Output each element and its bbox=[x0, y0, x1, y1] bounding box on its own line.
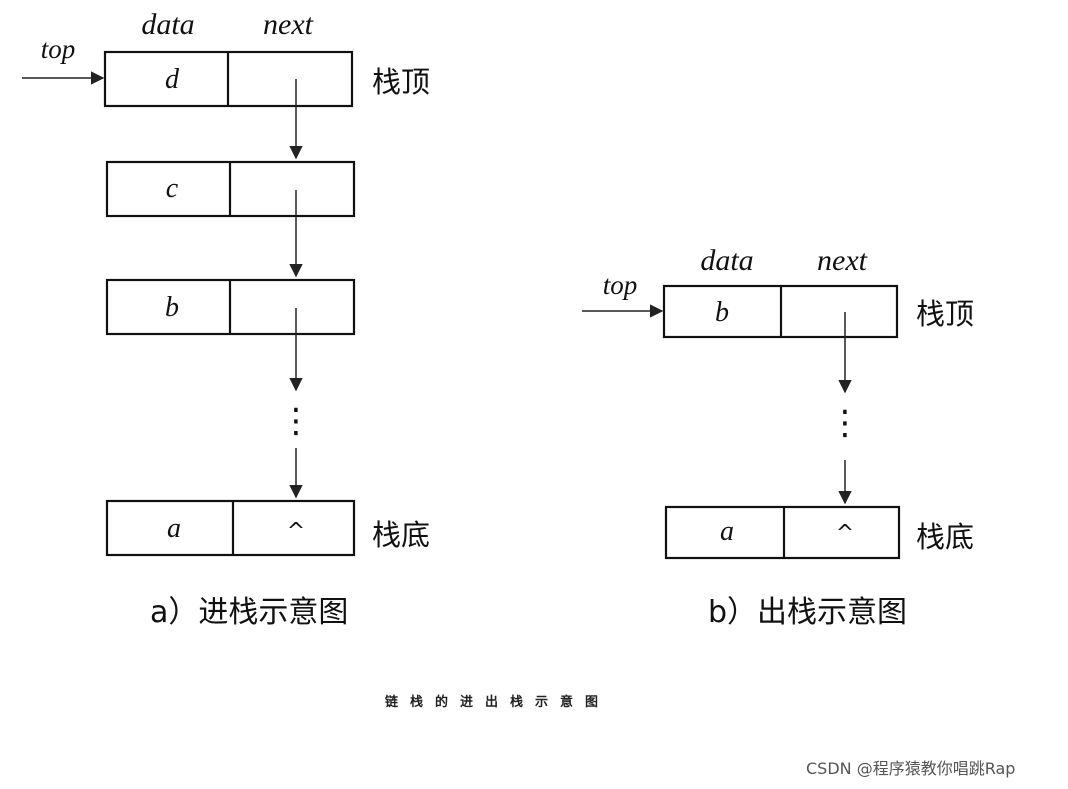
push-top-pointer-label: top bbox=[41, 34, 76, 64]
pop-stack-diagram: data next top b 栈顶 ⋮ a ^ 栈底 b）出栈示意图 bbox=[582, 244, 974, 630]
pop-node-a-data: a bbox=[720, 516, 734, 547]
push-node-c-data: c bbox=[166, 173, 179, 204]
pop-data-header: data bbox=[700, 244, 753, 277]
push-node-a-box bbox=[105, 499, 356, 557]
csdn-watermark: CSDN @程序猿教你唱跳Rap bbox=[806, 759, 1015, 778]
push-node-a: a ^ bbox=[105, 499, 356, 557]
pop-top-pointer-label: top bbox=[603, 270, 638, 300]
push-node-b: b bbox=[105, 278, 356, 336]
push-data-header: data bbox=[141, 8, 194, 41]
figure-caption: 链栈的进出栈示意图 bbox=[384, 694, 610, 710]
pop-stack-caption: b）出栈示意图 bbox=[708, 595, 907, 630]
push-node-a-data: a bbox=[167, 513, 181, 544]
push-top-label: 栈顶 bbox=[372, 65, 430, 99]
pop-next-header: next bbox=[817, 244, 868, 277]
push-node-a-null-pointer: ^ bbox=[287, 519, 305, 544]
pop-node-a-null-pointer: ^ bbox=[836, 521, 854, 546]
pop-node-b: b bbox=[662, 284, 899, 339]
pop-top-label: 栈顶 bbox=[916, 297, 974, 331]
push-bottom-label: 栈底 bbox=[372, 518, 430, 552]
push-stack-caption: a）进栈示意图 bbox=[150, 595, 348, 630]
pop-bottom-label: 栈底 bbox=[916, 520, 974, 554]
pop-node-a: a ^ bbox=[664, 505, 901, 560]
pop-node-a-box bbox=[664, 505, 901, 560]
push-node-d: d bbox=[103, 50, 354, 108]
pop-node-b-data: b bbox=[715, 297, 729, 328]
push-stack-diagram: data next top d 栈顶 c b ⋮ bbox=[22, 8, 430, 630]
pop-ellipsis: ⋮ bbox=[828, 403, 862, 443]
push-node-c: c bbox=[105, 160, 356, 218]
push-next-header: next bbox=[263, 8, 314, 41]
push-node-b-data: b bbox=[165, 292, 179, 323]
push-ellipsis: ⋮ bbox=[279, 401, 313, 441]
push-node-d-data: d bbox=[165, 64, 180, 95]
